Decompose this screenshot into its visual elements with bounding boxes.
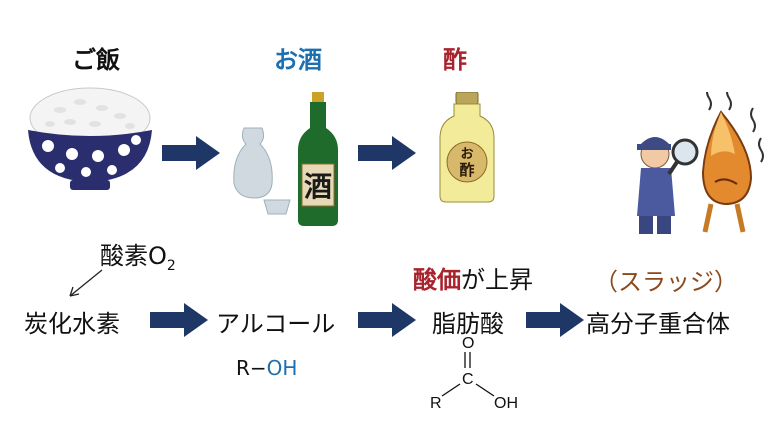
sake-set-icon: 酒 bbox=[228, 88, 344, 228]
vinegar-bottle-label-top: お bbox=[460, 147, 473, 162]
right-arrow-icon bbox=[150, 303, 208, 337]
right-arrow-icon bbox=[526, 303, 584, 337]
acid-c: C bbox=[462, 371, 474, 388]
rice-bowl-icon bbox=[20, 80, 160, 195]
alcohol-formula-r: R− bbox=[236, 356, 267, 380]
alcohol-formula-oh: OH bbox=[266, 356, 298, 380]
oxidation-label: 酸価が上昇 bbox=[413, 260, 533, 295]
sake-label: お酒 bbox=[274, 46, 322, 74]
inspector-magnifier-icon bbox=[625, 92, 775, 242]
sake-bottle-label: 酒 bbox=[304, 170, 332, 203]
oxygen-arrow-icon bbox=[64, 268, 104, 300]
alcohol-formula: R−OH bbox=[236, 356, 297, 380]
sludge-label: （スラッジ） bbox=[594, 268, 738, 296]
acid-r: R bbox=[430, 395, 442, 412]
alcohol-label: アルコール bbox=[216, 310, 336, 338]
oxygen-label-text: 酸素O bbox=[100, 242, 167, 270]
acid-value-label: 酸価 bbox=[413, 266, 461, 294]
polymer-label: 高分子重合体 bbox=[586, 310, 730, 338]
rice-label: ご飯 bbox=[72, 46, 120, 74]
fatty-acid-label: 脂肪酸 bbox=[432, 310, 504, 338]
vinegar-bottle-icon: お 酢 bbox=[432, 92, 502, 204]
hydrocarbon-label: 炭化水素 bbox=[24, 310, 120, 338]
acid-o: O bbox=[462, 335, 474, 352]
right-arrow-icon bbox=[162, 136, 220, 170]
right-arrow-icon bbox=[358, 136, 416, 170]
rise-label: が上昇 bbox=[461, 266, 533, 294]
carboxylic-acid-structure: O C R OH bbox=[424, 334, 534, 414]
oxygen-subscript: 2 bbox=[166, 257, 176, 274]
vinegar-label: 酢 bbox=[443, 46, 467, 74]
right-arrow-icon bbox=[358, 303, 416, 337]
acid-oh: OH bbox=[494, 395, 518, 412]
oxygen-label: 酸素O2 bbox=[100, 236, 176, 274]
vinegar-bottle-label-bottom: 酢 bbox=[459, 161, 474, 179]
